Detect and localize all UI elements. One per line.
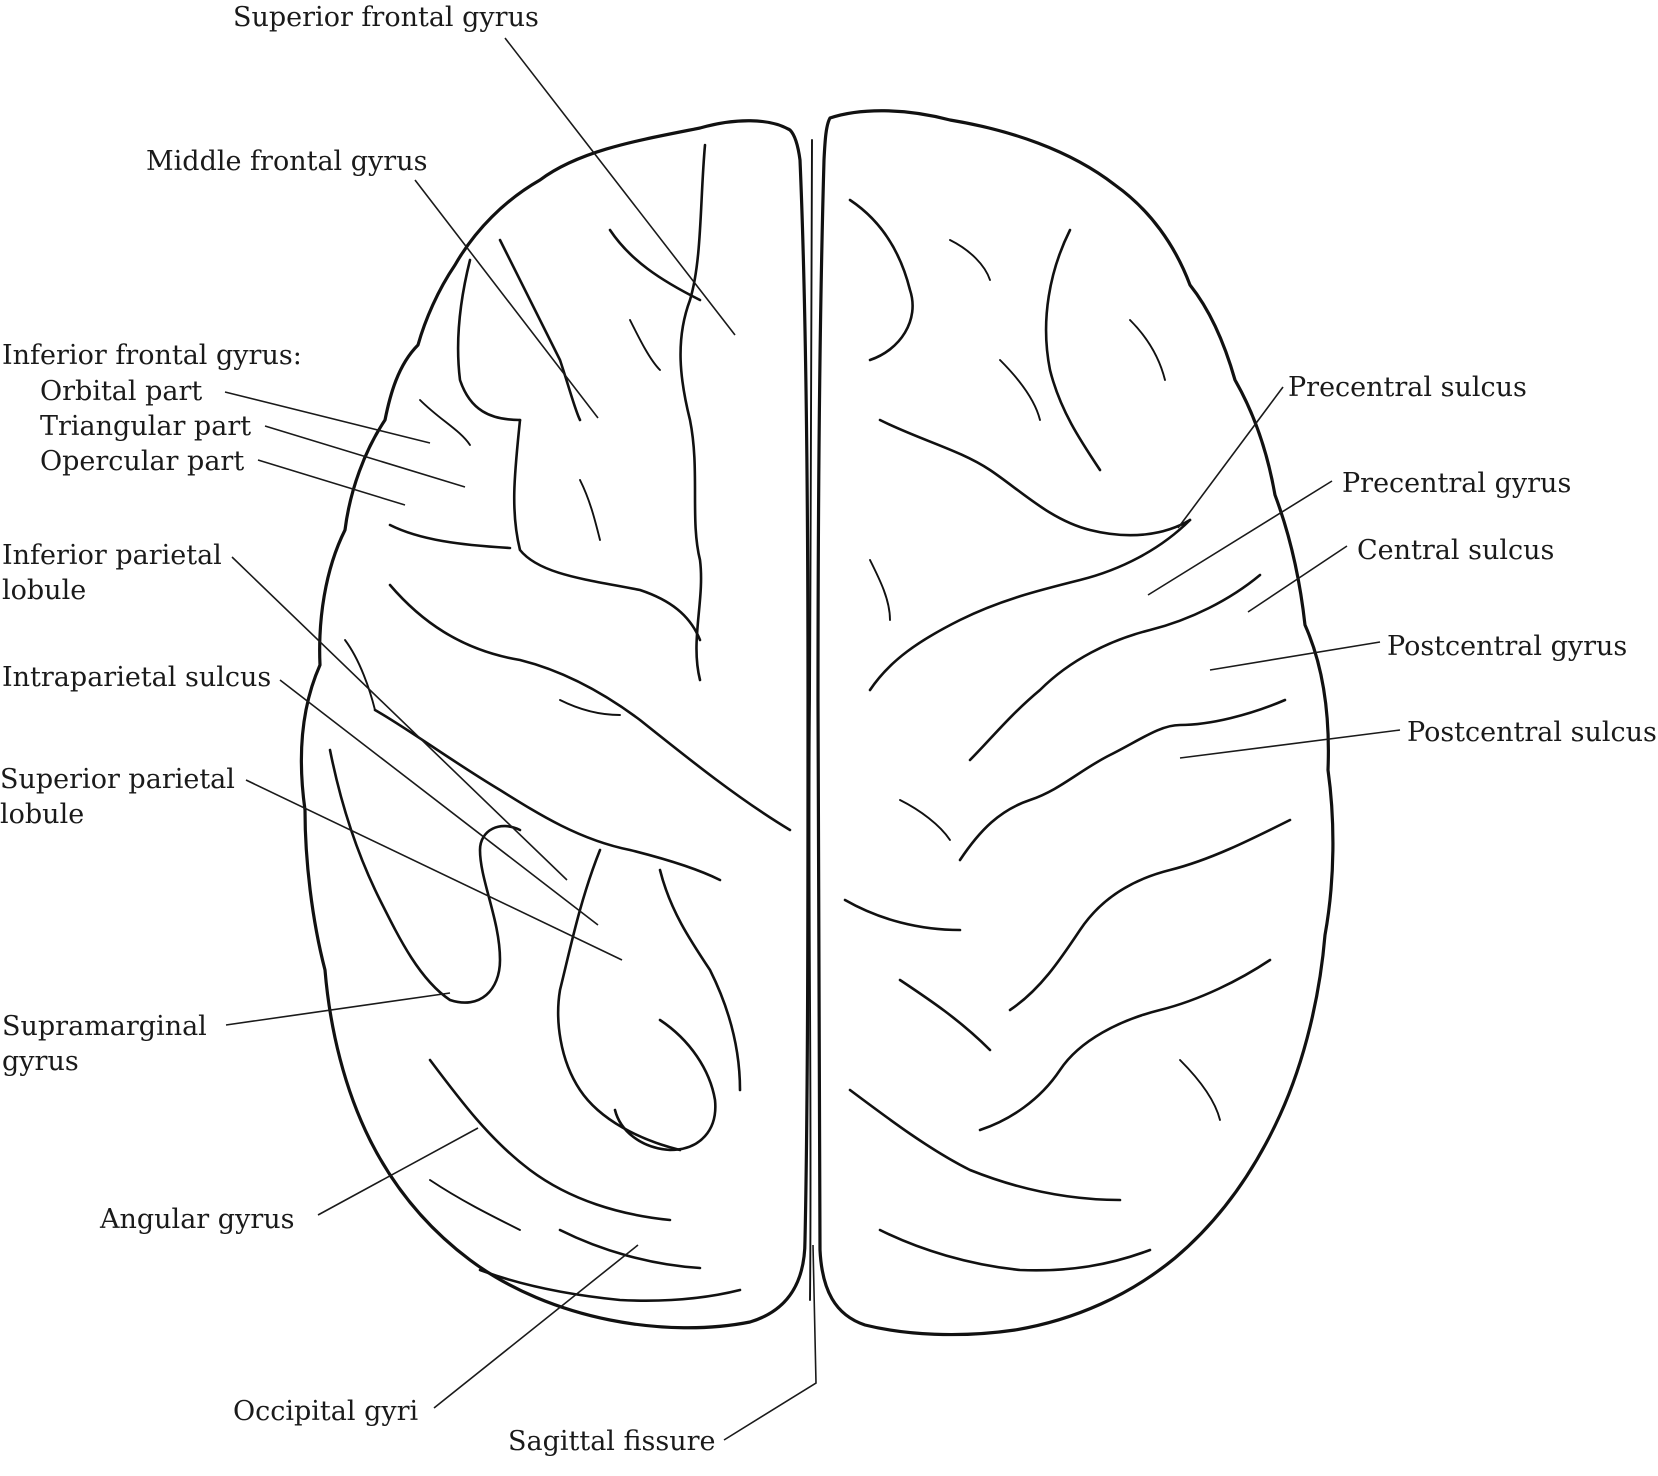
leader-triangular-part — [264, 425, 466, 488]
leader-inferior-parietal-lobule — [231, 556, 568, 881]
label-orbital-part: Orbital part — [40, 376, 202, 407]
leader-postcentral-gyrus — [1209, 641, 1381, 671]
leader-angular-gyrus — [317, 1127, 479, 1216]
label-inferior-parietal-lobule-line2: lobule — [2, 575, 86, 606]
label-angular-gyrus: Angular gyrus — [99, 1204, 294, 1235]
label-middle-frontal-gyrus: Middle frontal gyrus — [146, 146, 427, 177]
leader-intraparietal-sulcus — [279, 679, 599, 926]
label-precentral-gyrus: Precentral gyrus — [1342, 468, 1571, 499]
leader-sagittal-fissure — [723, 1244, 817, 1441]
label-inferior-frontal-gyrus: Inferior frontal gyrus: — [2, 340, 302, 371]
label-precentral-sulcus: Precentral sulcus — [1288, 372, 1527, 403]
leader-lines — [224, 37, 1401, 1441]
label-intraparietal-sulcus: Intraparietal sulcus — [2, 662, 271, 693]
label-postcentral-gyrus: Postcentral gyrus — [1387, 631, 1627, 662]
leader-superior-frontal-gyrus — [504, 37, 736, 336]
label-inferior-parietal-lobule-line1: Inferior parietal — [2, 540, 222, 571]
leader-occipital-gyri — [433, 1244, 639, 1409]
label-occipital-gyri: Occipital gyri — [233, 1396, 419, 1427]
leader-precentral-gyrus — [1147, 480, 1333, 596]
label-triangular-part: Triangular part — [40, 411, 251, 442]
brain-drawing — [299, 109, 1335, 1337]
label-superior-parietal-lobule-line2: lobule — [0, 799, 84, 830]
leader-central-sulcus — [1247, 545, 1348, 613]
leader-superior-parietal-lobule — [245, 779, 623, 961]
label-postcentral-sulcus: Postcentral sulcus — [1407, 717, 1657, 748]
leader-supramarginal-gyrus — [225, 992, 451, 1026]
label-superior-frontal-gyrus: Superior frontal gyrus — [233, 2, 539, 33]
label-superior-parietal-lobule-line1: Superior parietal — [0, 764, 235, 795]
label-sagittal-fissure: Sagittal fissure — [508, 1426, 716, 1457]
right-hemisphere-outline — [816, 109, 1335, 1337]
label-central-sulcus: Central sulcus — [1357, 535, 1554, 566]
label-supramarginal-gyrus-line1: Supramarginal — [2, 1011, 207, 1042]
left-hemisphere-outline — [299, 119, 810, 1330]
leader-orbital-part — [224, 391, 431, 444]
label-opercular-part: Opercular part — [40, 446, 244, 477]
leader-middle-frontal-gyrus — [414, 179, 599, 419]
label-supramarginal-gyrus-line2: gyrus — [2, 1046, 79, 1077]
leader-postcentral-sulcus — [1179, 729, 1401, 759]
leader-opercular-part — [257, 459, 406, 506]
leader-precentral-sulcus — [1177, 386, 1284, 529]
